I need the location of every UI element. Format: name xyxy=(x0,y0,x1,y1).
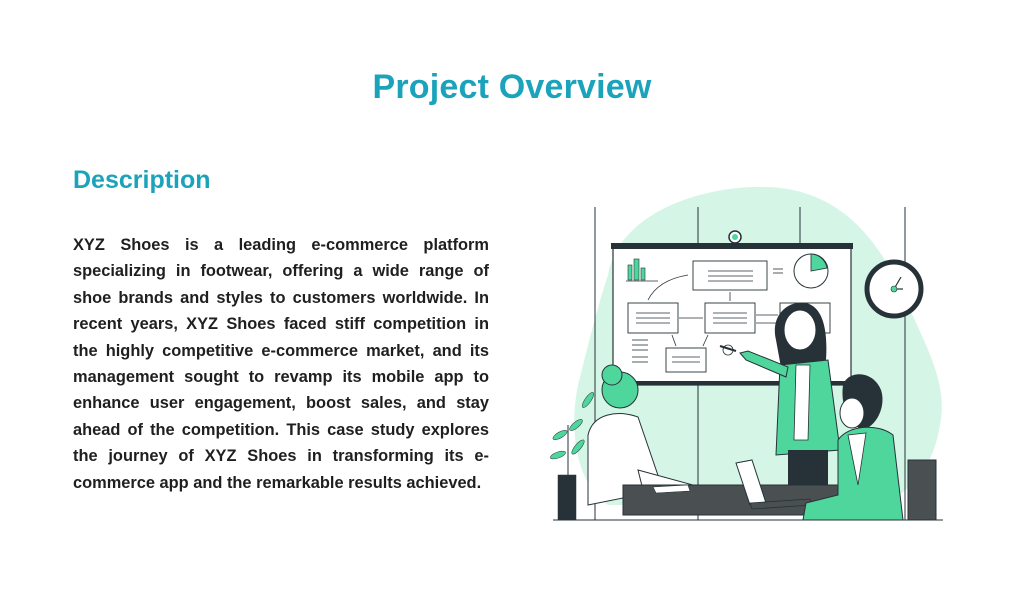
section-heading-description: Description xyxy=(73,166,211,194)
camera-icon xyxy=(728,230,742,244)
laptop-icon xyxy=(735,459,813,510)
page-title: Project Overview xyxy=(372,68,652,106)
description-paragraph: XYZ Shoes is a leading e-commerce platfo… xyxy=(73,236,489,492)
pie-chart-icon xyxy=(773,253,829,289)
team-presentation-illustration xyxy=(548,185,948,530)
colleague-right-figure xyxy=(802,374,937,521)
plant-icon xyxy=(550,392,594,521)
bar-chart-icon xyxy=(626,258,658,282)
wall-clock-icon xyxy=(864,259,924,319)
presenter-figure xyxy=(719,302,841,495)
